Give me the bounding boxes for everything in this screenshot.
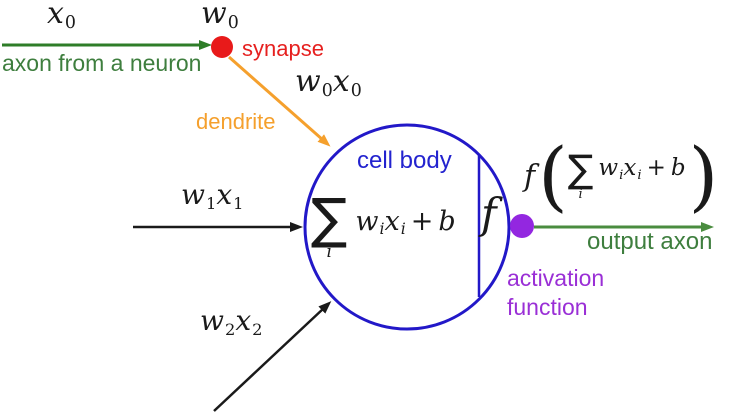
w1x1-product-label: w1x1 (181, 178, 244, 213)
sum-plus: + (410, 206, 434, 237)
output-f: f (524, 158, 536, 194)
sum-body: wixi+b (355, 207, 455, 238)
activation-f-label: f (481, 189, 497, 238)
sigma-index: i (326, 242, 332, 263)
output-lparen: ( (538, 130, 568, 220)
w1x1-w-sub: 1 (205, 193, 217, 213)
w1x1-x-sub: 1 (233, 193, 244, 213)
w1x1-w: w (181, 178, 205, 211)
w1x1-x: x (216, 178, 233, 211)
dendrite-label: dendrite (196, 109, 276, 134)
output-x-sub: i (637, 168, 642, 184)
w2x2-w-sub: 2 (224, 319, 236, 339)
output-sigma-symbol: ∑ i (567, 147, 594, 202)
output-w-sub: i (619, 168, 624, 184)
output-rparen: ) (688, 130, 719, 220)
sum-w: w (355, 206, 379, 237)
x0-base: x (47, 0, 64, 31)
w0-sub: 0 (227, 12, 239, 33)
output-x: x (623, 155, 637, 182)
output-sigma-glyph: ∑ (567, 147, 594, 192)
sum-w-sub: i (379, 219, 385, 239)
activation-function-label: activation function (507, 264, 604, 322)
w2-input-arrow (213, 301, 332, 412)
sum-b: b (438, 206, 456, 237)
synapse-label: synapse (242, 36, 324, 61)
output-axon-label: output axon (587, 228, 713, 255)
cell-body-circle (303, 123, 511, 331)
activation-label-line2: function (507, 294, 588, 320)
cell-body-label: cell body (357, 147, 452, 174)
sum-formula: ∑ i wixi+b (311, 187, 456, 263)
w0-base: w (201, 0, 227, 31)
sum-x: x (384, 206, 400, 237)
w2x2-w: w (200, 304, 224, 337)
w0x0-product-label: w0x0 (295, 65, 362, 101)
dendrite-arrow (228, 55, 331, 147)
output-sigma-index: i (578, 186, 583, 202)
w0x0-x: x (332, 64, 350, 99)
x0-input-label: x0 (47, 0, 76, 33)
w0x0-x-sub: 0 (350, 80, 362, 101)
output-formula: f ( ∑ i wixi+b ) (524, 132, 718, 220)
w0x0-w: w (295, 64, 321, 99)
activation-label-line1: activation (507, 265, 605, 291)
w0x0-w-sub: 0 (321, 80, 333, 101)
w0-weight-label: w0 (201, 0, 239, 33)
output-w: w (598, 155, 619, 182)
activation-dot-icon (510, 214, 534, 238)
output-sum-body: wixi+b (598, 156, 685, 183)
w2x2-product-label: w2x2 (200, 304, 263, 339)
sigma-glyph: ∑ (311, 187, 348, 250)
w2x2-x-sub: 2 (252, 319, 263, 339)
axon-from-neuron-label: axon from a neuron (2, 50, 202, 76)
sum-x-sub: i (400, 219, 406, 239)
w2x2-x: x (235, 304, 252, 337)
output-b: b (670, 155, 686, 182)
output-plus: + (646, 155, 666, 182)
sigma-symbol: ∑ i (311, 187, 348, 263)
synapse-dot-icon (211, 36, 233, 58)
x0-sub: 0 (64, 12, 76, 33)
